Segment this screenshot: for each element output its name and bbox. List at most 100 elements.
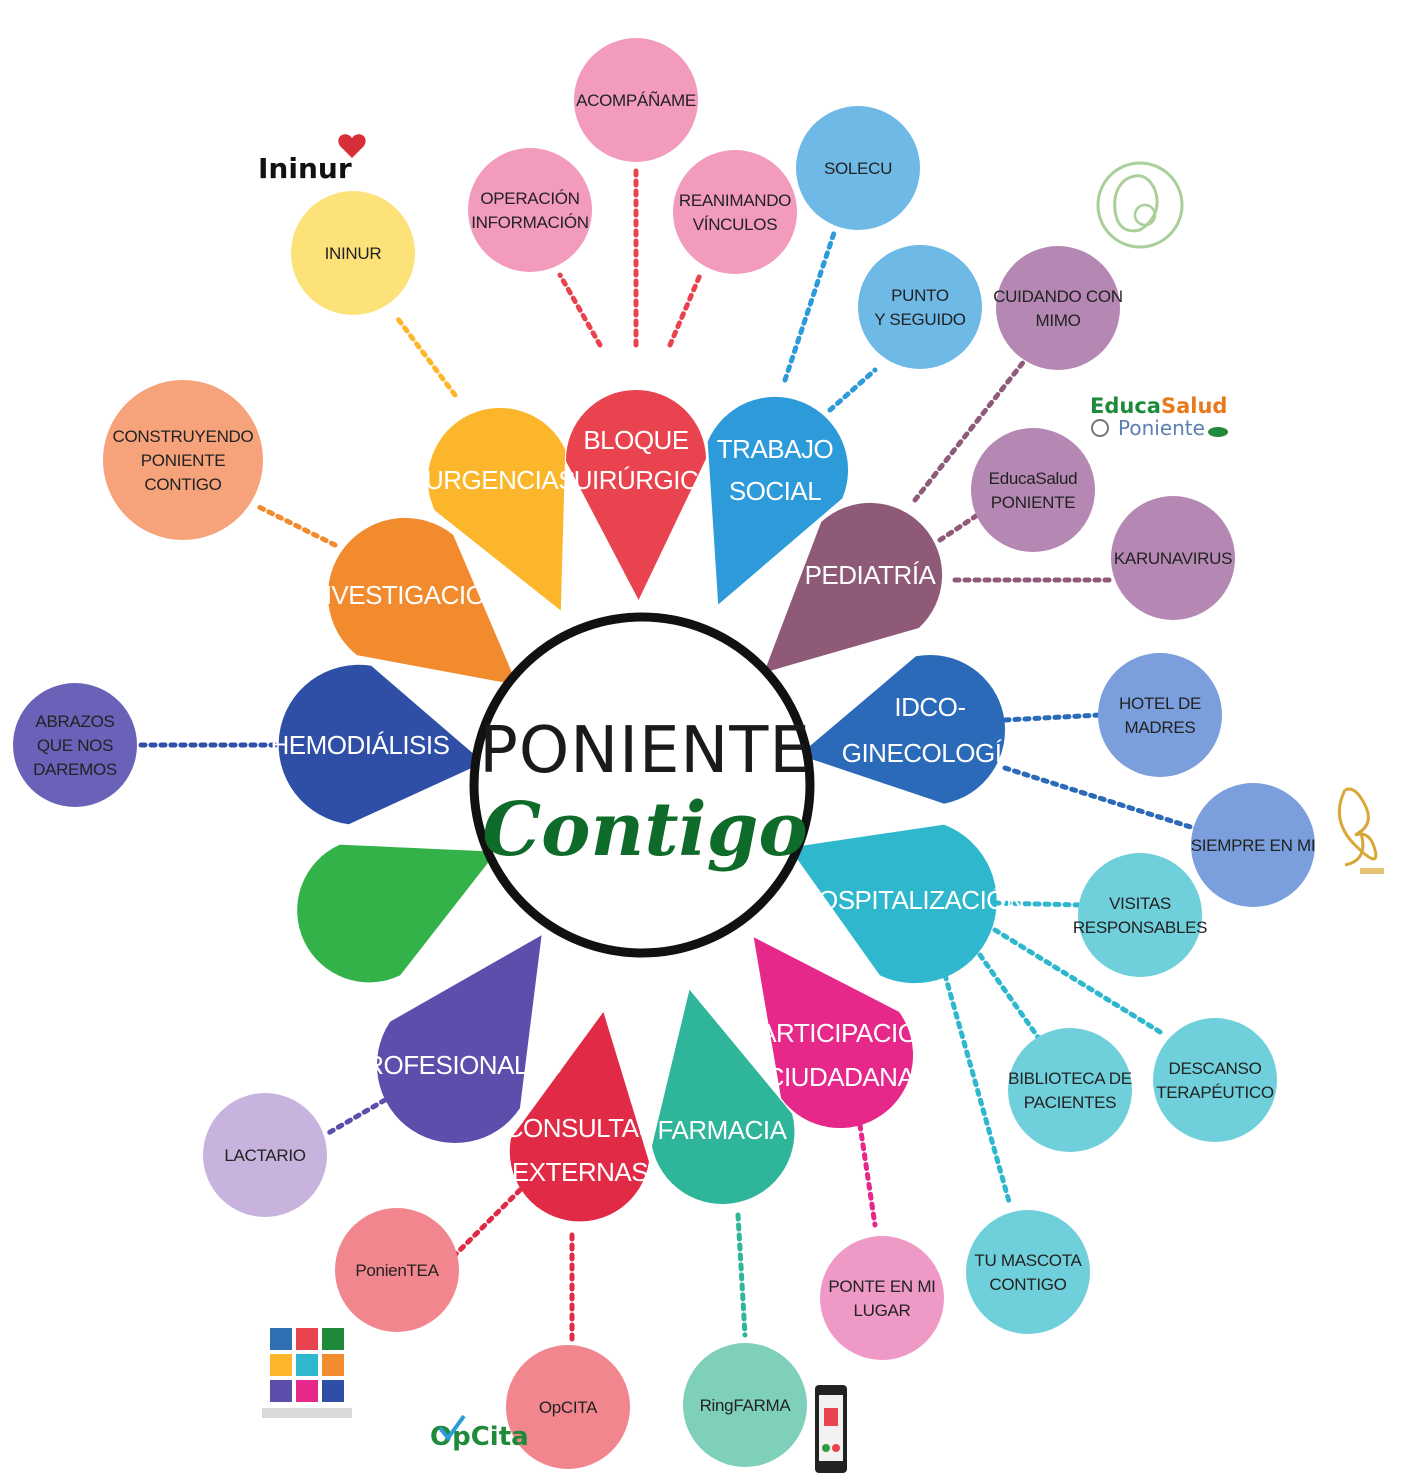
connector-urgencias-ininur bbox=[392, 312, 458, 398]
connector-farmacia-ringfarma bbox=[735, 1212, 748, 1338]
ringfarma-logo bbox=[815, 1385, 847, 1473]
hotel-label-line-1: HOTEL DE bbox=[1119, 694, 1201, 713]
circle-punto-shape bbox=[858, 245, 982, 369]
hub-circle bbox=[469, 612, 815, 958]
circle-lactario-shape bbox=[203, 1093, 327, 1217]
educasalud-label-line-2: PONIENTE bbox=[991, 493, 1076, 512]
circle-abrazos-shape bbox=[13, 683, 137, 807]
circle-operacion-shape bbox=[468, 148, 592, 272]
mother-baby-icon bbox=[1096, 161, 1184, 249]
construyendo-label-line-3: CONTIGO bbox=[144, 475, 221, 494]
circle-solecu: SOLECU bbox=[796, 106, 920, 230]
circle-mascota-shape bbox=[966, 1210, 1090, 1334]
connectors bbox=[137, 162, 1203, 1343]
petal-trabajo-shape bbox=[707, 396, 849, 605]
connector-hosp-visitas bbox=[992, 900, 1083, 908]
siempre-logo bbox=[1337, 787, 1384, 874]
connector-investigacion-construyendo bbox=[252, 502, 338, 548]
magnifier-icon bbox=[1091, 419, 1109, 437]
circle-educasalud-shape bbox=[971, 428, 1095, 552]
circle-biblioteca-shape bbox=[1008, 1028, 1132, 1152]
visitas-label-line-2: RESPONSABLES bbox=[1073, 918, 1207, 937]
hub: PONIENTE Contigo bbox=[469, 612, 815, 958]
mascota-label-line-1: TU MASCOTA bbox=[974, 1251, 1082, 1270]
construyendo-label-line-1: CONSTRUYENDO bbox=[113, 427, 254, 446]
petal-green-shape bbox=[297, 844, 497, 983]
outer-circles: ACOMPÁÑAMEOPERACIÓNINFORMACIÓNREANIMANDO… bbox=[13, 38, 1316, 1469]
mascota-label-line-2: CONTIGO bbox=[989, 1275, 1066, 1294]
connector-hosp-mascota bbox=[942, 972, 1013, 1208]
trabajo-label-line-1: TRABAJO bbox=[717, 434, 833, 464]
hospitalizacion-label-line-1: HOSPITALIZACIÓN bbox=[800, 885, 1025, 915]
siempre-label-line-1: SIEMPRE EN MI bbox=[1191, 836, 1316, 855]
circle-siempre: SIEMPRE EN MI bbox=[1191, 783, 1316, 907]
hotel-label-line-2: MADRES bbox=[1125, 718, 1196, 737]
trabajo-label-line-2: SOCIAL bbox=[729, 476, 821, 506]
ponte-label-line-1: PONTE EN MI bbox=[828, 1277, 935, 1296]
circle-ponte-shape bbox=[820, 1236, 944, 1360]
educasalud-logo-part1: Educa bbox=[1090, 394, 1161, 418]
hemodialisis-label-line-1: HEMODIÁLISIS bbox=[271, 730, 450, 760]
circle-acompaname-shape bbox=[574, 38, 698, 162]
abrazos-label-line-3: DAREMOS bbox=[33, 760, 117, 779]
opcita-label-line-1: OpCITA bbox=[539, 1398, 598, 1417]
construyendo-label-line-2: PONIENTE bbox=[141, 451, 226, 470]
connector-bloque-operacion bbox=[557, 272, 603, 348]
petal-trabajo: TRABAJO SOCIAL bbox=[707, 396, 849, 605]
petal-consultas: CONSULTAS EXTERNAS bbox=[505, 1012, 656, 1222]
consultas-label-line-2: EXTERNAS bbox=[512, 1157, 648, 1187]
idco-label-line-1: IDCO- bbox=[894, 692, 965, 722]
petal-farmacia: FARMACIA bbox=[651, 989, 795, 1205]
opcita-logo: OpCita bbox=[430, 1414, 529, 1452]
karunavirus-label-line-1: KARUNAVIRUS bbox=[1114, 549, 1232, 568]
circle-ininur-shape bbox=[291, 191, 415, 315]
educasalud-logo: EducaSalud Poniente bbox=[1090, 394, 1228, 440]
petal-profesionales-shape bbox=[376, 935, 542, 1144]
hub-title: PONIENTE bbox=[479, 714, 811, 788]
investigacion-label-line-1: INVESTIGACIÓN bbox=[306, 580, 503, 610]
participacion-label-line-2: CIUDADANA bbox=[766, 1062, 916, 1092]
circle-solecu-shape bbox=[796, 106, 920, 230]
profesionales-label-line-1: PROFESIONALES bbox=[348, 1050, 561, 1080]
petal-hospitalizacion: HOSPITALIZACIÓN bbox=[789, 824, 1025, 984]
petal-idco: IDCO- GINECOLOGÍA bbox=[799, 654, 1020, 804]
connector-profesionales-lactario bbox=[322, 1097, 388, 1138]
petal-green bbox=[297, 844, 497, 983]
circle-acompaname: ACOMPÁÑAME bbox=[574, 38, 698, 162]
ininur-logo: Ininur bbox=[258, 134, 366, 185]
petal-investigacion-shape bbox=[327, 517, 518, 685]
cuidando-label-line-2: MIMO bbox=[1035, 311, 1080, 330]
circle-descanso-shape bbox=[1153, 1018, 1277, 1142]
petal-hemodialisis: HEMODIÁLISIS bbox=[271, 664, 484, 825]
petal-urgencias-shape bbox=[427, 407, 566, 611]
circle-karunavirus-shape bbox=[1111, 496, 1235, 620]
connector-consultas-ponientea bbox=[452, 1187, 523, 1258]
circle-ininur: ININUR bbox=[291, 191, 415, 315]
punto-label-line-1: PUNTO bbox=[891, 286, 949, 305]
petal-idco-shape bbox=[799, 654, 1006, 804]
connector-pediatria-cuidando bbox=[912, 357, 1028, 503]
ringfarma-label-line-1: RingFARMA bbox=[700, 1396, 792, 1415]
farmacia-label-line-1: FARMACIA bbox=[658, 1115, 788, 1145]
solecu-label-line-1: SOLECU bbox=[824, 159, 892, 178]
connector-hosp-descanso bbox=[992, 927, 1168, 1038]
circle-reanimando-shape bbox=[673, 150, 797, 274]
consultas-label-line-1: CONSULTAS bbox=[505, 1113, 656, 1143]
operacion-label-line-1: OPERACIÓN bbox=[480, 189, 579, 208]
petals: BLOQUEQUIRÚRGICOTRABAJOSOCIALPEDIATRÍAID… bbox=[271, 389, 1025, 1222]
petal-hospitalizacion-shape bbox=[789, 824, 997, 984]
circle-cuidando-shape bbox=[996, 246, 1120, 370]
connector-trabajo-punto bbox=[827, 367, 878, 413]
biblioteca-label-line-2: PACIENTES bbox=[1024, 1093, 1116, 1112]
circle-ponientea-shape bbox=[335, 1208, 459, 1332]
idco-label-line-2: GINECOLOGÍA bbox=[842, 738, 1020, 768]
